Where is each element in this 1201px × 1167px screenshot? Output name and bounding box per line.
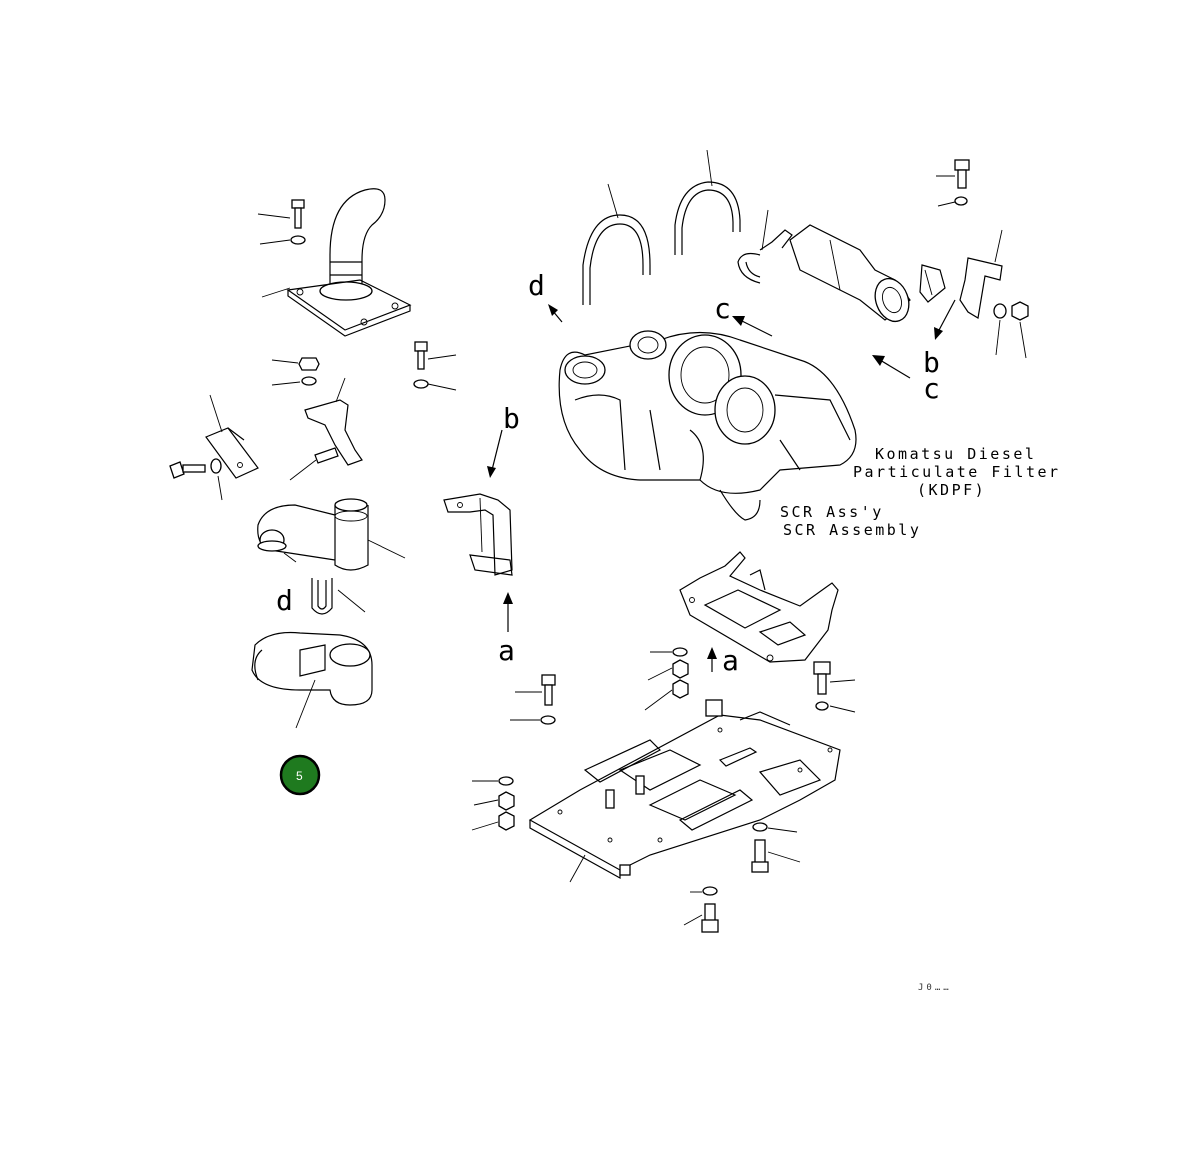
scr-caption-line2: SCR Assembly	[783, 521, 921, 539]
bolt-with-washer-center-mid	[510, 674, 556, 725]
kdpf-caption-line2: Particulate Filter	[853, 463, 1061, 481]
label-b-mid: b	[503, 402, 520, 435]
nut-and-washer-lower-left	[471, 776, 515, 831]
bolt-with-washer-far-left	[169, 458, 223, 501]
callout-5-number: 5	[296, 769, 303, 783]
kdpf-caption-line1: Komatsu Diesel	[875, 445, 1036, 463]
label-a-right: a	[722, 644, 739, 677]
drawing-code: J0……	[918, 983, 952, 993]
arrow-a-center	[503, 592, 513, 632]
support-bracket-center	[443, 493, 513, 576]
upper-frame	[679, 551, 839, 663]
bolt-with-washer-upper-left	[257, 199, 306, 245]
label-d-top: d	[528, 269, 545, 302]
nut-and-washer-left	[271, 357, 320, 386]
u-bolt-clamp-left	[582, 183, 651, 305]
arrow-a-right	[707, 647, 717, 672]
bracket-small-right	[919, 264, 946, 303]
kdpf-caption-line3: (KDPF)	[917, 481, 986, 499]
kdpf-scr-main-body	[558, 330, 857, 521]
label-d-left: d	[276, 584, 293, 617]
band-clamp	[737, 209, 793, 284]
nut-and-washer-right	[993, 301, 1029, 359]
label-a-mid: a	[498, 634, 515, 667]
arrow-b-center	[487, 429, 503, 478]
bolt-with-washer-right-mid	[813, 661, 856, 713]
tube-connector	[789, 224, 911, 323]
label-c-right: c	[923, 372, 940, 405]
u-bolt-clamp-right	[674, 149, 741, 255]
scr-caption-line1: SCR Ass'y	[780, 503, 884, 521]
bracket-center-left	[289, 377, 363, 481]
arrow-c-top	[732, 316, 773, 337]
label-b-right: b	[923, 346, 940, 379]
bolt-with-washer-lower-right	[751, 822, 801, 873]
bracket-small-left	[205, 394, 259, 479]
nut-and-washer-middle	[644, 647, 689, 711]
elbow-pipe-flange-assembly	[261, 188, 412, 337]
arrow-d-top	[548, 304, 563, 323]
label-c-top: c	[714, 292, 731, 325]
base-plate	[528, 699, 841, 883]
bracket-mount-right	[959, 229, 1003, 319]
tail-pipe-assembly	[257, 498, 406, 571]
arrow-b-right	[934, 299, 956, 340]
callout-5-marker[interactable]: 5	[279, 754, 321, 796]
bolt-with-washer-center-left	[413, 341, 457, 391]
u-bolt-left	[311, 578, 366, 615]
bolt-with-washer-upper-right	[936, 159, 970, 207]
muffler-outlet-part-5	[251, 631, 373, 729]
arrow-c-right	[872, 355, 911, 379]
bolt-with-washer-bottom	[683, 886, 719, 933]
